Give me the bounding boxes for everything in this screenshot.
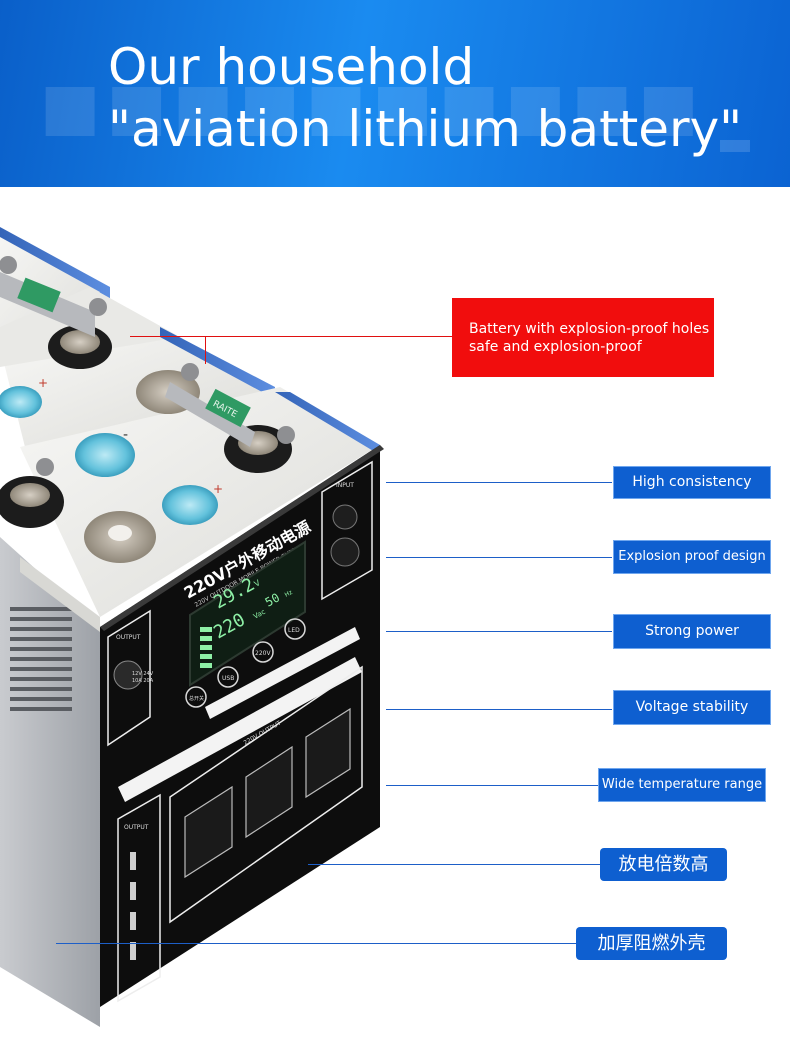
callout-line-high-consistency bbox=[386, 482, 612, 483]
callout-wide-temperature-range: Wide temperature range bbox=[598, 768, 766, 802]
cell-plus-sign-2: + bbox=[213, 482, 223, 496]
led-button bbox=[284, 618, 306, 640]
header-banner: ■■■■■■■■■■ Our household "aviation lithi… bbox=[0, 0, 790, 187]
callout-discharge-rate: 放电倍数高 bbox=[600, 848, 727, 881]
callout-line-discharge bbox=[308, 864, 600, 865]
input-module bbox=[321, 460, 373, 601]
callout-line-wide-temperature bbox=[386, 785, 598, 786]
callout-explosion-proof-holes-line1: Battery with explosion-proof holes bbox=[469, 321, 710, 337]
dc-output-module bbox=[107, 609, 151, 747]
cigarette-socket bbox=[113, 660, 143, 690]
dc-voltage-label: 12V 24V bbox=[132, 671, 154, 677]
case-vent-grille bbox=[10, 607, 72, 711]
battery-level-bars bbox=[200, 627, 212, 668]
input-port-2 bbox=[330, 537, 360, 567]
usb-output-label: OUTPUT bbox=[124, 824, 149, 831]
callout-voltage-stability: Voltage stability bbox=[613, 690, 771, 725]
panel-buttons bbox=[185, 618, 306, 708]
callout-line-strong-power bbox=[386, 631, 612, 632]
callout-line-explosion-design bbox=[386, 557, 612, 558]
ac-220v-button-label: 220V bbox=[255, 650, 271, 657]
cell-minus-sign: - bbox=[123, 427, 128, 443]
callout-strong-power: Strong power bbox=[613, 614, 771, 649]
ac-sockets bbox=[184, 707, 351, 879]
led-light-bar-top bbox=[205, 627, 360, 719]
ac-socket-3 bbox=[305, 707, 351, 799]
callout-line-explosion-holes-drop bbox=[205, 336, 206, 364]
page-title-line1: Our household bbox=[108, 38, 475, 96]
lcd-screen bbox=[189, 540, 306, 687]
dc-rating-label: 10A 20A bbox=[132, 678, 154, 684]
led-button-label: LED bbox=[288, 627, 300, 634]
screen-frequency-unit: Hz bbox=[284, 589, 294, 599]
ac-socket-1 bbox=[184, 785, 233, 879]
usb-button bbox=[217, 666, 239, 688]
ac-220v-button bbox=[252, 641, 274, 663]
power-button-label: 总开关 bbox=[189, 695, 204, 702]
callout-line-shell bbox=[56, 943, 576, 944]
callout-explosion-proof-holes-line2: safe and explosion-proof bbox=[469, 339, 642, 355]
banner-watermark-mark bbox=[720, 140, 750, 152]
callout-explosion-proof-design: Explosion proof design bbox=[613, 540, 771, 574]
led-light-bar-bottom bbox=[118, 657, 362, 802]
callout-high-consistency: High consistency bbox=[613, 466, 771, 499]
screen-dc-unit: V bbox=[253, 578, 263, 589]
cell-plus-sign: + bbox=[38, 376, 48, 390]
input-label: INPUT bbox=[336, 482, 354, 489]
callout-line-explosion-holes bbox=[130, 336, 452, 337]
input-port-1 bbox=[332, 504, 358, 530]
page-title-line2: "aviation lithium battery" bbox=[108, 100, 743, 158]
dc-output-label: OUTPUT bbox=[116, 634, 141, 641]
ac-output-module bbox=[169, 665, 363, 924]
battery-power-station-image: RAITE + - + 220V户外移动电源 220V OUTDOOR MOBI… bbox=[0, 227, 384, 1027]
screen-frequency: 50 bbox=[263, 590, 282, 609]
ac-socket-2 bbox=[245, 745, 293, 839]
usb-button-label: USB bbox=[222, 675, 234, 682]
battery-cells: RAITE + - + bbox=[0, 227, 380, 632]
callout-explosion-proof-holes: Battery with explosion-proof holes safe … bbox=[452, 298, 714, 377]
callout-line-voltage-stability bbox=[386, 709, 612, 710]
banner-watermark-text: ■■■■■■■■■■ bbox=[40, 70, 705, 144]
front-control-panel: 220V户外移动电源 220V OUTDOOR MOBILE POWER SUP… bbox=[100, 445, 384, 1007]
usb-output-module bbox=[117, 793, 161, 1003]
callout-flame-retardant-shell: 加厚阻燃外壳 bbox=[576, 927, 727, 960]
usb-ports bbox=[130, 852, 136, 960]
power-button bbox=[185, 686, 207, 708]
